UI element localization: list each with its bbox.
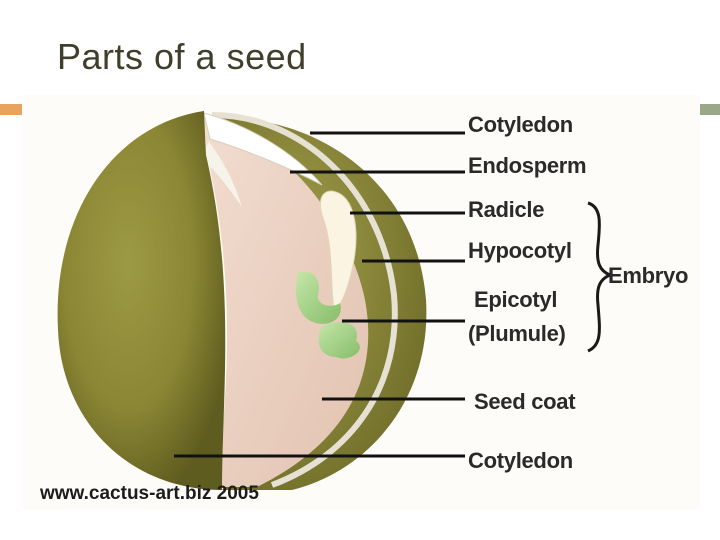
embryo-brace: [587, 201, 615, 353]
seed-diagram: Cotyledon Endosperm Radicle Hypocotyl Ep…: [22, 95, 700, 510]
label-radicle: Radicle: [468, 197, 545, 222]
label-hypocotyl: Hypocotyl: [468, 238, 572, 263]
slide-title: Parts of a seed: [57, 36, 307, 77]
accent-bar-left: [0, 104, 22, 115]
seed-coat-white-sliver: [204, 141, 242, 207]
label-cotyledon-bottom: Cotyledon: [468, 448, 573, 473]
epicotyl-shape: [318, 322, 360, 359]
label-endosperm: Endosperm: [468, 153, 587, 178]
leader-lines: [174, 131, 465, 458]
label-plumule: (Plumule): [468, 321, 566, 346]
cotyledon-front-shape: [57, 111, 226, 490]
label-cotyledon-top: Cotyledon: [468, 112, 573, 137]
label-epicotyl: Epicotyl: [474, 287, 558, 312]
hypocotyl-shape: [296, 271, 341, 324]
cotyledon-white-sliver: [203, 112, 323, 186]
accent-bar-right: [700, 104, 720, 115]
cotyledon-back-shape: [207, 116, 427, 491]
seed-coat-rim: [211, 112, 398, 488]
watermark-text: www.cactus-art.biz 2005: [40, 483, 259, 504]
label-seed-coat: Seed coat: [474, 389, 576, 414]
label-embryo: Embryo: [608, 263, 689, 288]
seed-illustration: [57, 111, 615, 491]
endosperm-shape: [204, 117, 369, 487]
